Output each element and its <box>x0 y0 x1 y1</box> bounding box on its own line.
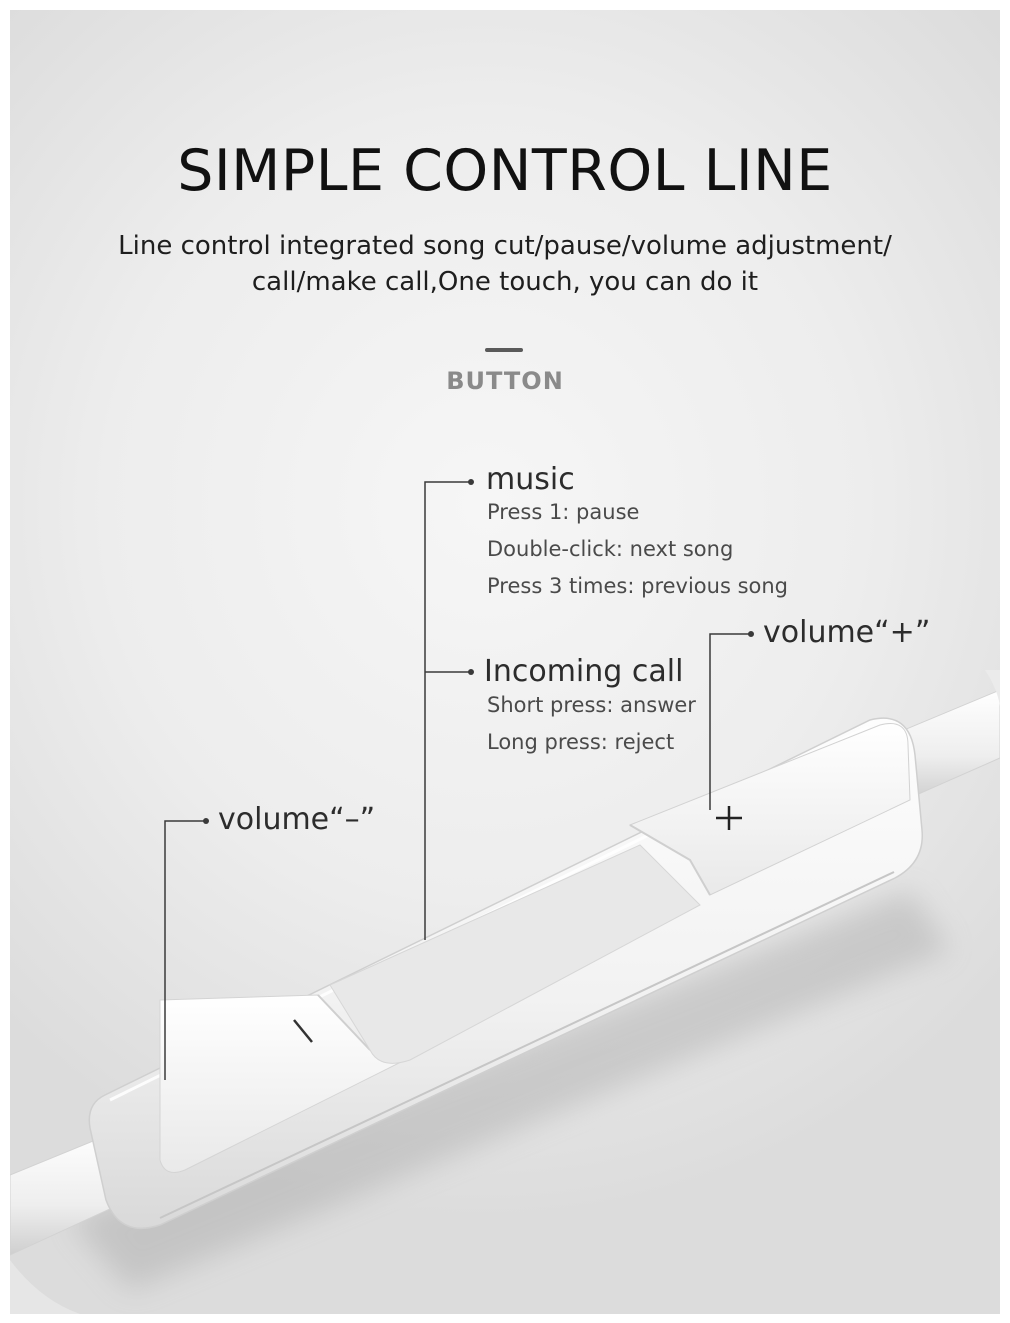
minus-mark <box>293 1019 313 1043</box>
subtitle-line-2: call/make call,One touch, you can do it <box>251 267 759 297</box>
music-line-1: Press 1: pause <box>487 500 640 524</box>
section-divider <box>485 348 523 352</box>
callout-dots <box>203 479 754 824</box>
plus-mark <box>716 806 742 830</box>
music-line-3: Press 3 times: previous song <box>487 574 789 598</box>
incoming-call-heading: Incoming call <box>484 654 684 689</box>
callout-lines <box>164 481 750 1080</box>
volume-down-label: volume“–” <box>218 802 376 837</box>
center-button <box>329 844 701 1064</box>
volume-down-callout-line <box>164 820 205 1080</box>
music-heading: music <box>486 462 575 497</box>
device-shadow <box>70 890 950 1290</box>
remote-control-illustration <box>10 479 1000 1314</box>
volume-up-callout-line <box>709 633 750 810</box>
product-panel: SIMPLE CONTROL LINE Line control integra… <box>10 10 1000 1314</box>
section-label: BUTTON <box>446 367 564 395</box>
volume-up-button <box>628 723 911 896</box>
incoming-call-line-2: Long press: reject <box>487 730 675 754</box>
incoming-call-line-1: Short press: answer <box>487 693 696 717</box>
subtitle: Line control integrated song cut/pause/v… <box>10 228 1000 300</box>
volume-up-label: volume“+” <box>763 615 931 650</box>
subtitle-line-1: Line control integrated song cut/pause/v… <box>118 231 892 261</box>
music-callout-line <box>424 481 470 940</box>
page-title: SIMPLE CONTROL LINE <box>177 138 833 204</box>
music-line-2: Double-click: next song <box>487 537 734 561</box>
